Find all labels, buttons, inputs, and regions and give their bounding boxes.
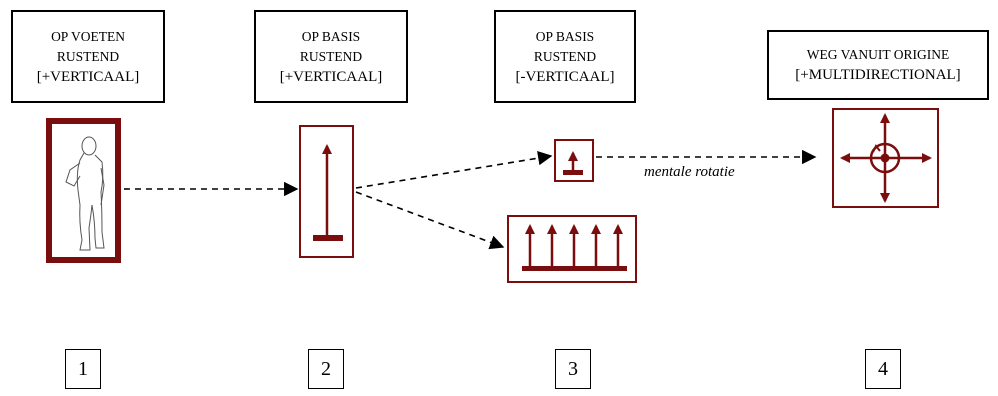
stage-4-label-line-2: [+MULTIDIRECTIONAL] [795, 67, 961, 83]
stage-2-label-line-2: RUSTEND [299, 48, 363, 64]
connector-2-to-3-upper [355, 150, 553, 189]
stage-1-label-line-3: [+VERTICAAL] [36, 68, 140, 85]
stage-3-label-line-1: OP BASIS [535, 28, 595, 44]
stage-2-label-line-3: [+VERTICAAL] [279, 68, 383, 85]
stage-2-label-box: OP BASIS RUSTEND [+VERTICAAL] [254, 10, 408, 103]
connector-2-to-3-lower [355, 191, 505, 250]
stage-1-label-line-1: OP VOETEN [51, 28, 125, 44]
multidirectional-arrows-icon [832, 108, 939, 208]
stage-2-label-line-1: OP BASIS [301, 28, 361, 44]
small-arrow-on-base-icon [554, 139, 594, 182]
vertical-arrow-on-base-icon [299, 125, 354, 258]
stage-2-number: 2 [308, 349, 344, 389]
stage-3-label-line-3: [-VERTICAAL] [515, 68, 615, 85]
stage-4-number: 4 [865, 349, 901, 389]
stage-3-number: 3 [555, 349, 591, 389]
stage-4-label-line-1: WEG VANUIT ORIGINE [806, 47, 950, 62]
stage-1-label-box: OP VOETEN RUSTEND [+VERTICAAL] [11, 10, 165, 103]
mental-rotation-annotation: mentale rotatie [644, 164, 735, 180]
stage-3-label-box: OP BASIS RUSTEND [-VERTICAAL] [494, 10, 636, 103]
stage-4-label-box: WEG VANUIT ORIGINE [+MULTIDIRECTIONAL] [767, 30, 989, 100]
multiple-arrows-on-base-icon [507, 215, 637, 283]
stage-1-number: 1 [65, 349, 101, 389]
stage-3-label-line-2: RUSTEND [533, 48, 597, 64]
stage-1-label-line-2: RUSTEND [56, 48, 120, 64]
standing-figure-icon [46, 118, 121, 263]
